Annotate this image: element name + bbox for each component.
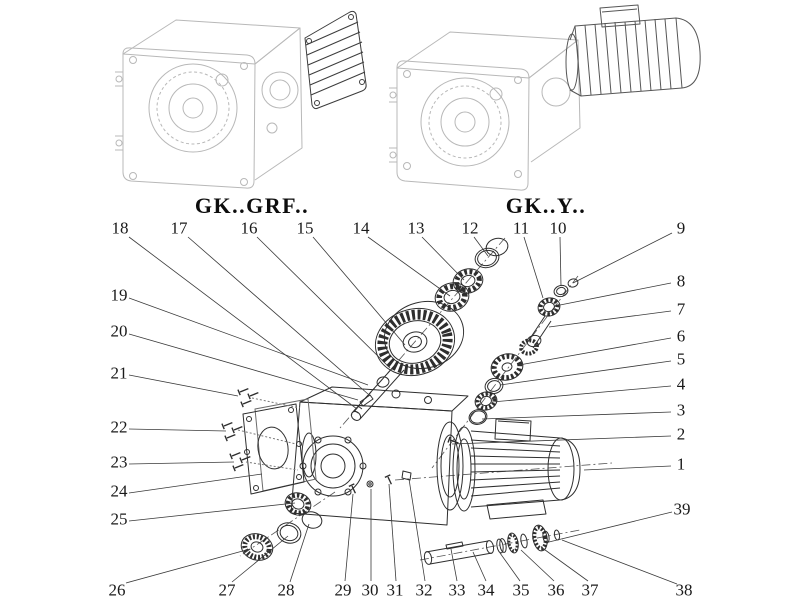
part-number-11: 11 (512, 218, 530, 238)
part-number-18: 18 (111, 218, 129, 238)
main-shaft (350, 363, 405, 421)
exploded-view (221, 237, 613, 565)
motor-assembled (565, 4, 701, 97)
small-fasteners (348, 436, 459, 494)
part-number-36: 36 (547, 580, 565, 600)
part-number-15: 15 (296, 218, 314, 238)
part-number-6: 6 (676, 326, 686, 346)
part-number-3: 3 (676, 400, 686, 420)
part-number-20: 20 (110, 321, 128, 341)
part-number-16: 16 (240, 218, 258, 238)
part-number-9: 9 (676, 218, 686, 238)
input-cover-finned (304, 10, 367, 110)
assembled-gearbox-y (389, 4, 701, 191)
part-number-35: 35 (512, 580, 530, 600)
part-number-7: 7 (676, 299, 686, 319)
part-number-27: 27 (218, 580, 236, 600)
part-number-17: 17 (170, 218, 188, 238)
part-number-10: 10 (549, 218, 567, 238)
part-number-29: 29 (334, 580, 352, 600)
variant-label-gk-grf: GK..GRF.. (194, 193, 310, 218)
motor-exploded (452, 418, 581, 520)
output-shaft-key (445, 541, 464, 550)
part-number-22: 22 (110, 417, 128, 437)
output-shaft-assembly (423, 524, 561, 565)
part-number-8: 8 (676, 271, 686, 291)
part-number-4: 4 (676, 374, 686, 394)
main-gear (374, 300, 465, 377)
part-number-2: 2 (676, 424, 686, 444)
variant-label-gk-y: GK..Y.. (505, 193, 587, 218)
part-number-23: 23 (110, 452, 128, 472)
part-number-1: 1 (676, 454, 686, 474)
part-number-34: 34 (477, 580, 495, 600)
part-number-25: 25 (110, 509, 128, 529)
part-number-30: 30 (361, 580, 379, 600)
part-number-26: 26 (108, 580, 126, 600)
part-number-24: 24 (110, 481, 128, 501)
cover-bolts (221, 387, 259, 472)
part-number-32: 32 (415, 580, 433, 600)
part-number-5: 5 (676, 349, 686, 369)
part-number-31: 31 (386, 580, 404, 600)
part-number-28: 28 (277, 580, 295, 600)
part-number-37: 37 (581, 580, 599, 600)
leader-lines (125, 232, 678, 585)
part-number-33: 33 (448, 580, 466, 600)
part-number-21: 21 (110, 363, 128, 383)
assembled-gearbox-grf (115, 10, 367, 189)
part-number-39: 39 (673, 499, 691, 519)
gear-housing (290, 386, 469, 526)
part-number-14: 14 (352, 218, 370, 238)
part-number-13: 13 (407, 218, 425, 238)
main-shaft-bearings (434, 237, 509, 312)
part-number-19: 19 (110, 285, 128, 305)
part-number-12: 12 (461, 218, 479, 238)
input-pinion-stack (468, 278, 579, 425)
shaft-key (359, 394, 374, 407)
output-cover-stack (240, 492, 323, 561)
part-number-38: 38 (675, 580, 693, 600)
side-cover-plate (237, 397, 317, 495)
